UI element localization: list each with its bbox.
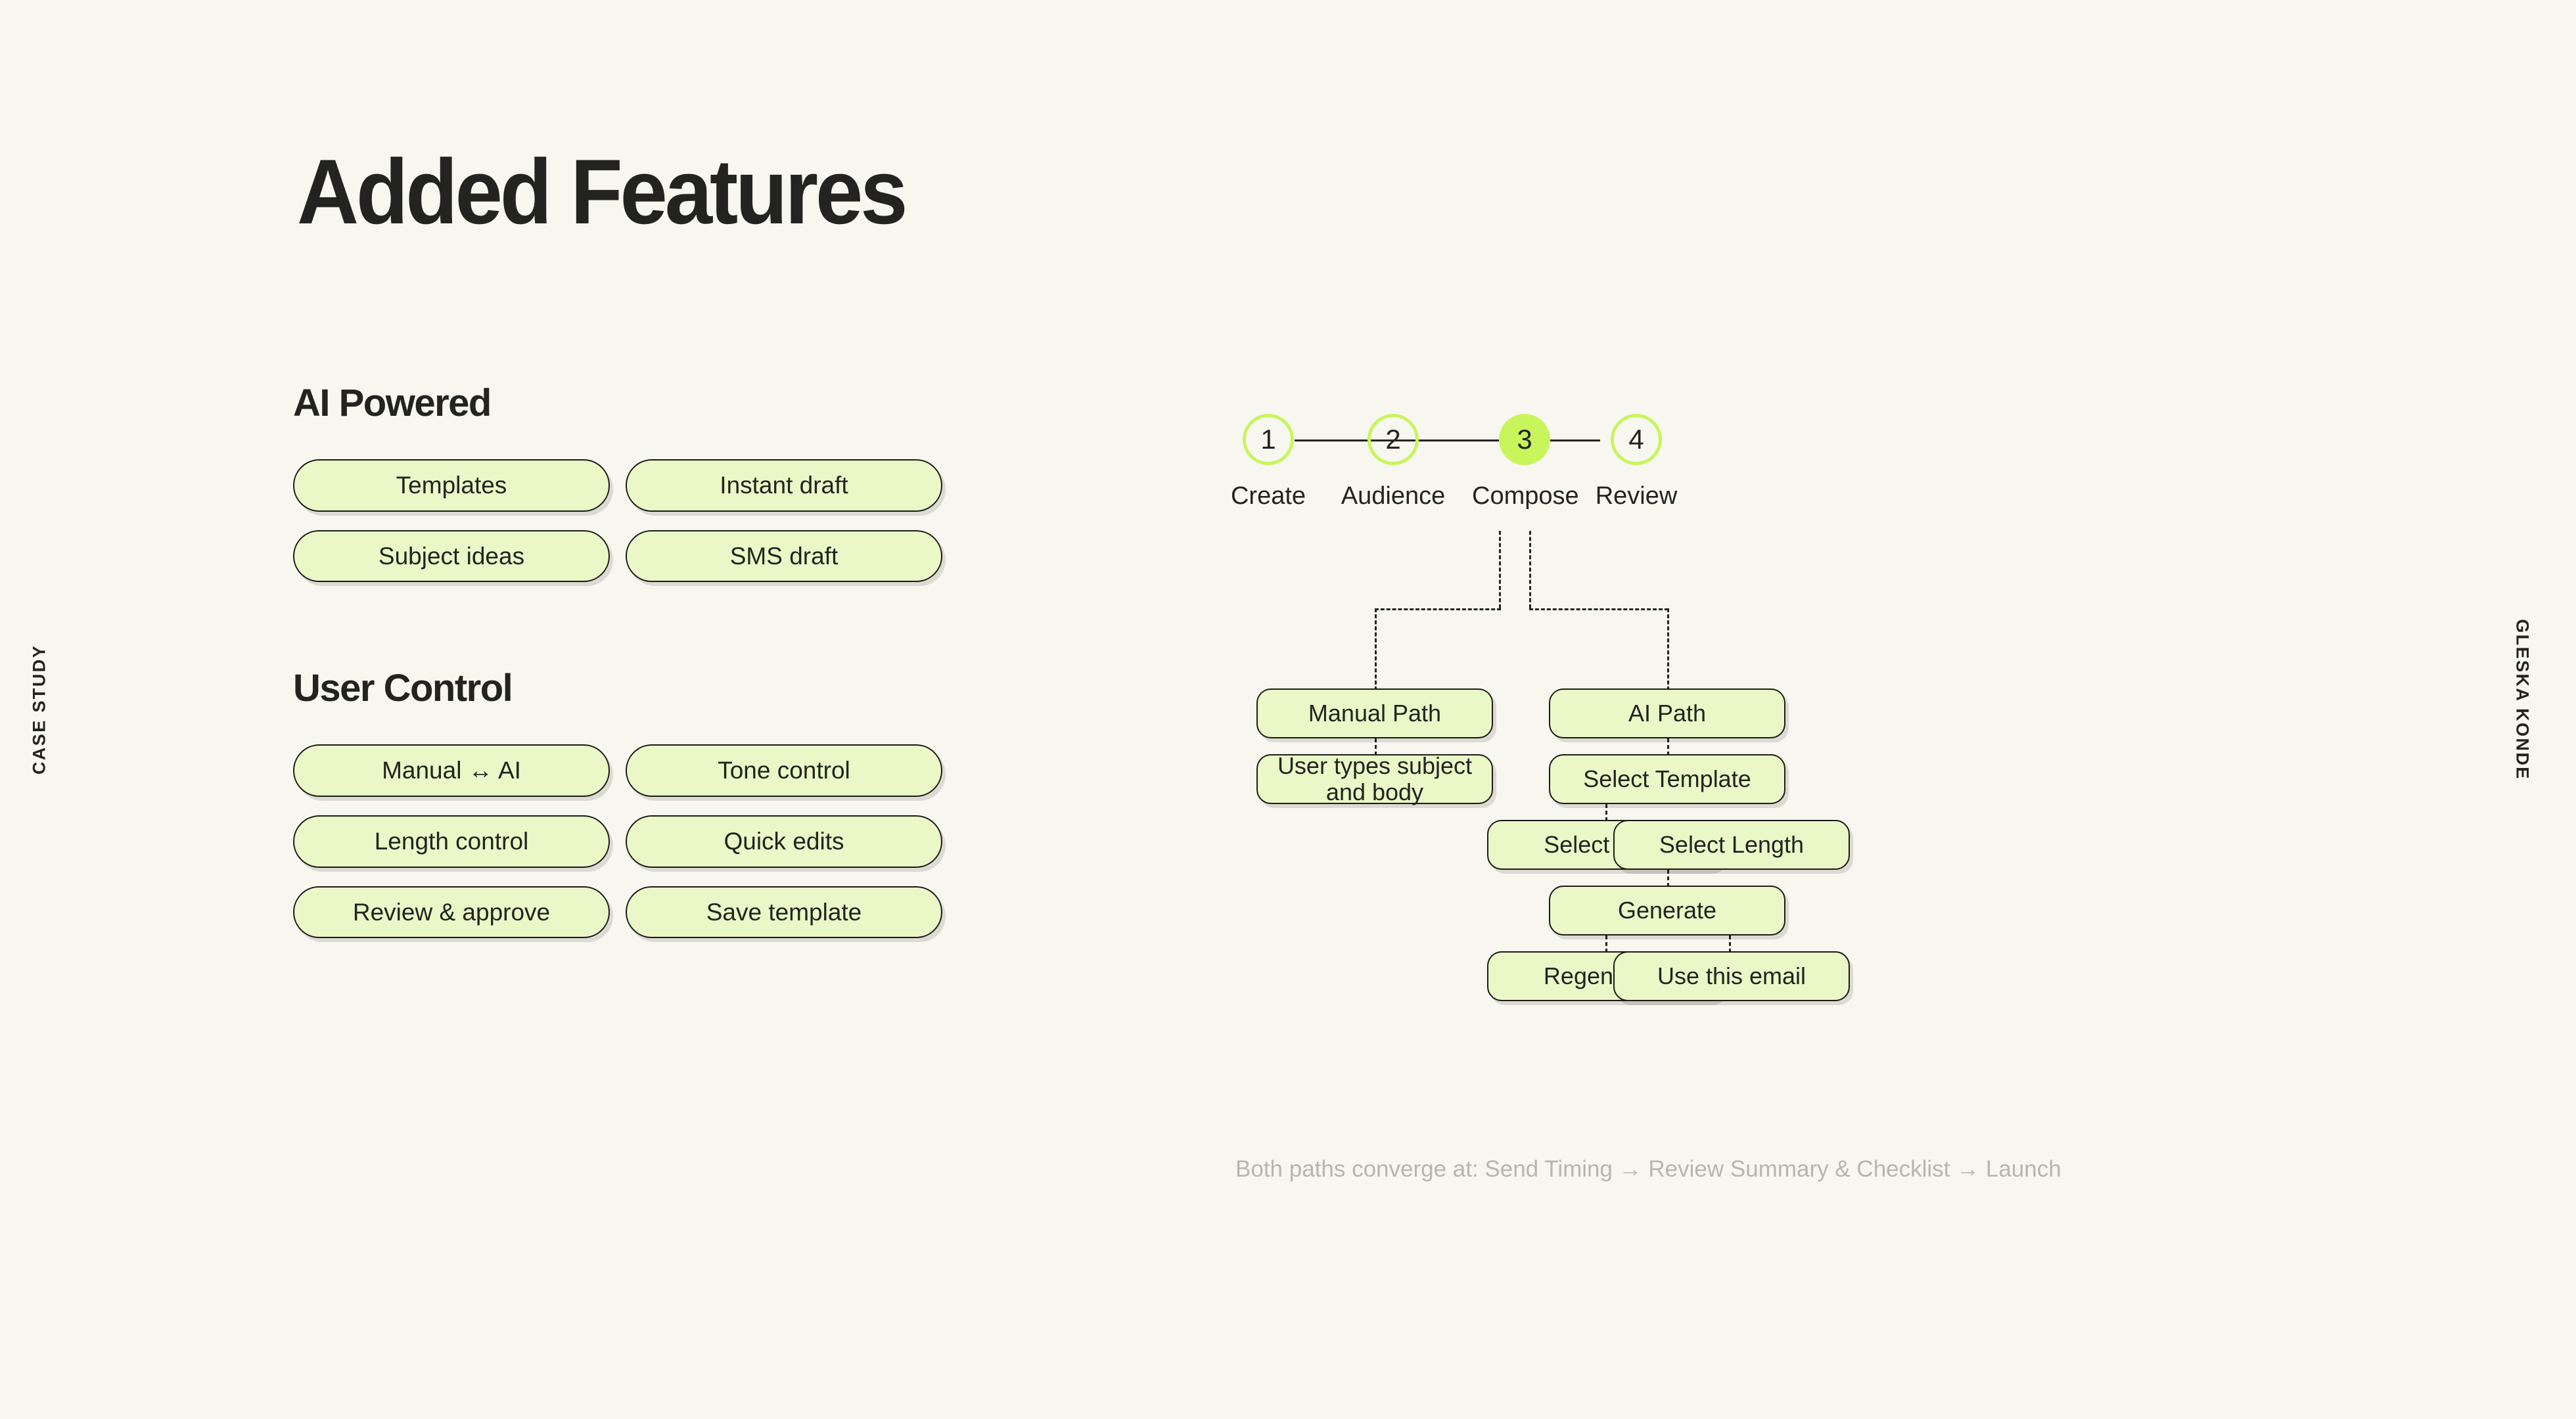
- stepper-step-review[interactable]: 4 Review: [1584, 414, 1689, 510]
- step-label-review: Review: [1595, 482, 1678, 510]
- brand-side-label: GLESKA KONDE: [2512, 619, 2533, 780]
- flow-connector-compose-right-stem: [1529, 531, 1531, 608]
- flow-node-select-length[interactable]: Select Length: [1613, 820, 1850, 870]
- flow-node-generate[interactable]: Generate: [1549, 886, 1785, 935]
- step-label-compose: Compose: [1472, 482, 1579, 510]
- section-title-user-control: User Control: [293, 667, 513, 710]
- feature-pill-save-template[interactable]: Save template: [626, 886, 942, 939]
- section-title-ai-powered: AI Powered: [293, 382, 492, 424]
- stepper-step-create[interactable]: 1 Create: [1216, 414, 1321, 510]
- flow-node-use-this-email[interactable]: Use this email: [1613, 951, 1850, 1001]
- feature-pill-subject-ideas[interactable]: Subject ideas: [293, 529, 610, 583]
- flow-connector-generate-to-regenerate: [1605, 935, 1607, 953]
- feature-pill-templates[interactable]: Templates: [293, 459, 610, 512]
- feature-pill-tone-control[interactable]: Tone control: [626, 744, 942, 797]
- feature-pill-length-control[interactable]: Length control: [293, 815, 610, 868]
- feature-pill-sms-draft[interactable]: SMS draft: [626, 529, 942, 583]
- flow-connector-ai-drop: [1667, 608, 1669, 690]
- flow-connector-generate-to-useemail: [1729, 935, 1731, 953]
- page-title: Added Features: [297, 140, 908, 243]
- compose-flow-diagram: Manual Path User types subject and body …: [1235, 531, 2353, 1001]
- flow-connector-manual-drop: [1375, 608, 1377, 690]
- flow-node-user-types-subject-body[interactable]: User types subject and body: [1256, 753, 1493, 805]
- flow-connector-length-to-generate: [1667, 870, 1669, 887]
- pill-grid-ai-powered: Templates Instant draft Subject ideas SM…: [293, 459, 1023, 583]
- step-circle-4: 4: [1611, 414, 1662, 465]
- section-ai-powered: AI Powered Templates Instant draft Subje…: [293, 381, 1023, 583]
- flow-connector-aipath-to-template: [1667, 738, 1669, 755]
- flow-connector-left-branch: [1375, 608, 1501, 610]
- section-user-control: User Control Manual ↔ AI Tone control Le…: [293, 666, 1023, 939]
- feature-pill-quick-edits[interactable]: Quick edits: [626, 815, 942, 868]
- step-label-audience: Audience: [1341, 482, 1446, 510]
- step-circle-2: 2: [1368, 414, 1419, 465]
- flow-connector-compose-left-stem: [1499, 531, 1501, 608]
- flow-connector-right-branch: [1529, 608, 1668, 610]
- flow-connector-manual-to-usertypes: [1375, 738, 1377, 755]
- flow-node-select-template[interactable]: Select Template: [1549, 754, 1785, 804]
- flow-convergence-note: Both paths converge at: Send Timing → Re…: [1235, 1156, 2061, 1182]
- stepper-step-audience[interactable]: 2 Audience: [1341, 414, 1446, 510]
- step-connector-1-2: [1295, 439, 1396, 441]
- feature-pill-instant-draft[interactable]: Instant draft: [626, 459, 942, 512]
- step-circle-3: 3: [1499, 414, 1550, 465]
- step-connector-2-3: [1396, 439, 1498, 441]
- features-column: AI Powered Templates Instant draft Subje…: [293, 381, 1023, 939]
- workflow-stepper: 1 Create 2 Audience 3 Compose 4 Review: [1231, 414, 2353, 545]
- stepper-step-compose[interactable]: 3 Compose: [1472, 414, 1579, 510]
- case-study-side-label: CASE STUDY: [29, 644, 49, 775]
- feature-pill-manual-ai[interactable]: Manual ↔ AI: [293, 744, 610, 797]
- step-label-create: Create: [1230, 482, 1306, 510]
- flow-node-manual-path[interactable]: Manual Path: [1256, 688, 1493, 738]
- flow-connector-template-to-tone: [1605, 804, 1607, 821]
- step-circle-1: 1: [1243, 414, 1294, 465]
- flow-node-ai-path[interactable]: AI Path: [1549, 688, 1785, 738]
- pill-grid-user-control: Manual ↔ AI Tone control Length control …: [293, 744, 1023, 939]
- feature-pill-review-approve[interactable]: Review & approve: [293, 886, 610, 939]
- workflow-column: 1 Create 2 Audience 3 Compose 4 Review M…: [1231, 414, 2353, 1001]
